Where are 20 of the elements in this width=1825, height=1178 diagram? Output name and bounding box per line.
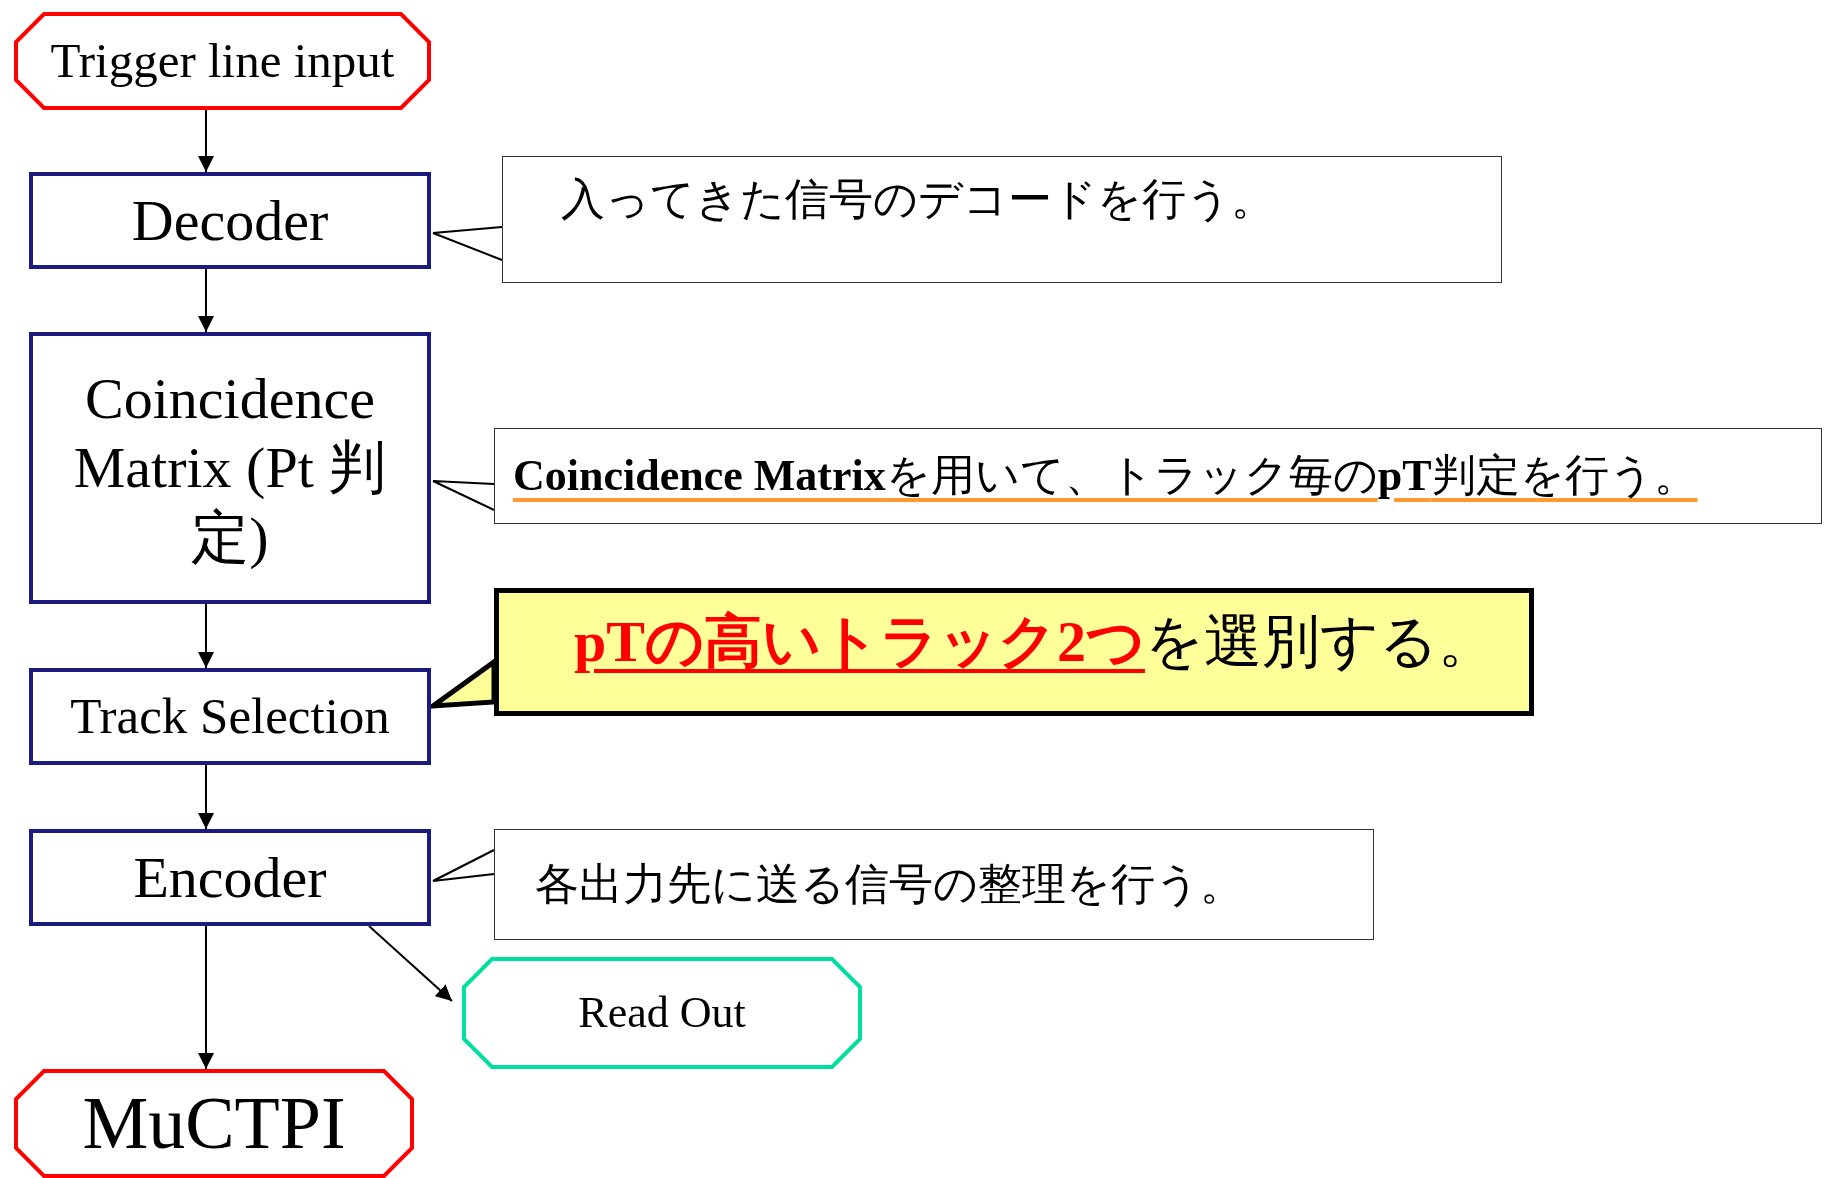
arrow bbox=[198, 764, 214, 830]
arrow bbox=[198, 925, 214, 1070]
terminal-octagon: Trigger line input bbox=[14, 12, 431, 110]
callout-box: 各出力先に送る信号の整理を行う。 bbox=[494, 829, 1374, 940]
callout-box: 入ってきた信号のデコードを行う。 bbox=[502, 156, 1502, 283]
callout-box: pTの高いトラック2つを選別する。 bbox=[494, 588, 1534, 716]
process-box: Decoder bbox=[29, 172, 431, 269]
process-box: Track Selection bbox=[29, 668, 431, 765]
arrow bbox=[198, 109, 214, 173]
callout-box: Coincidence Matrixを用いて、トラック毎のpT判定を行う。 bbox=[494, 428, 1822, 524]
callout-pointer bbox=[432, 226, 503, 261]
arrow bbox=[198, 603, 214, 669]
terminal-octagon: MuCTPI bbox=[14, 1069, 414, 1178]
callout-pointer bbox=[432, 480, 495, 511]
process-box: Coincidence Matrix (Pt 判定) bbox=[29, 332, 431, 604]
terminal-octagon: Read Out bbox=[462, 957, 862, 1069]
callout-pointer bbox=[432, 849, 495, 882]
arrow bbox=[198, 268, 214, 333]
arrow bbox=[368, 925, 453, 1002]
process-box: Encoder bbox=[29, 829, 431, 926]
